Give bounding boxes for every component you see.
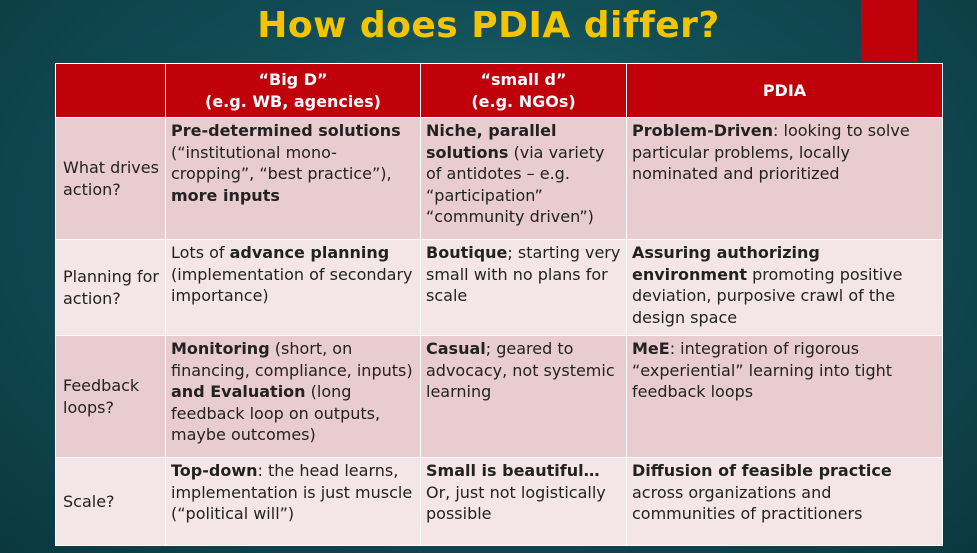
cell-big-d-scale: Top-down: the head learns, implementatio… xyxy=(165,457,421,546)
header-big-d-line1: “Big D” xyxy=(258,70,328,89)
table-row-feedback: Feedback loops? Monitoring (short, on fi… xyxy=(55,335,943,458)
cell-text: (“institutional mono-cropping”, “best pr… xyxy=(171,142,392,184)
cell-text-bold: Niche, parallel solutions xyxy=(426,121,557,162)
cell-text-bold: Assuring authorizing environment xyxy=(632,243,820,284)
cell-text-bold: Diffusion of feasible practice xyxy=(632,461,892,480)
cell-text: Or, just not logistically possible xyxy=(426,482,606,524)
cell-small-d-scale: Small is beautiful… Or, just not logisti… xyxy=(420,457,627,546)
cell-pdia-planning: Assuring authorizing environment promoti… xyxy=(626,239,943,336)
cell-text-bold: more inputs xyxy=(171,185,280,205)
header-cell-small-d: “small d” (e.g. NGOs) xyxy=(420,63,627,118)
cell-big-d-feedback: Monitoring (short, on financing, complia… xyxy=(165,335,421,458)
cell-text: Lots of xyxy=(171,243,230,262)
cell-big-d-what-drives: Pre-determined solutions (“institutional… xyxy=(165,117,421,240)
cell-text-bold: Problem-Driven xyxy=(632,121,774,140)
cell-text: across organizations and communities of … xyxy=(632,482,863,524)
table-row-scale: Scale? Top-down: the head learns, implem… xyxy=(55,457,943,546)
cell-pdia-what-drives: Problem-Driven: looking to solve particu… xyxy=(626,117,943,240)
header-cell-empty xyxy=(55,63,166,118)
comparison-table: “Big D” (e.g. WB, agencies) “small d” (e… xyxy=(55,63,943,546)
cell-small-d-what-drives: Niche, parallel solutions (via variety o… xyxy=(420,117,627,240)
slide-title: How does PDIA differ? xyxy=(257,5,720,46)
header-small-d-line2: (e.g. NGOs) xyxy=(471,91,576,111)
cell-text-bold: Top-down xyxy=(171,461,258,480)
cell-small-d-planning: Boutique; starting very small with no pl… xyxy=(420,239,627,336)
cell-text-bold: Casual xyxy=(426,339,486,358)
red-accent-bar xyxy=(861,0,917,62)
cell-text-bold: Boutique xyxy=(426,243,508,262)
cell-text: (long feedback loop on outputs, maybe ou… xyxy=(171,382,381,444)
cell-text: promoting positive deviation, purposive … xyxy=(632,264,903,327)
cell-small-d-feedback: Casual; geared to advocacy, not systemic… xyxy=(420,335,627,458)
cell-text: (implementation of secondary importance) xyxy=(171,264,413,306)
header-small-d-line1: “small d” xyxy=(480,70,567,89)
table-row-planning: Planning for action? Lots of advance pla… xyxy=(55,239,943,336)
row-label-scale: Scale? xyxy=(55,457,166,546)
header-cell-pdia: PDIA xyxy=(626,63,943,118)
cell-text: (short, on financing, compliance, inputs… xyxy=(171,339,413,380)
cell-pdia-scale: Diffusion of feasible practice across or… xyxy=(626,457,943,546)
row-label-what-drives: What drives action? xyxy=(55,117,166,240)
cell-text-bold: Pre-determined solutions xyxy=(171,121,401,140)
cell-text-bold: advance planning xyxy=(229,243,390,262)
header-cell-big-d: “Big D” (e.g. WB, agencies) xyxy=(165,63,421,118)
cell-big-d-planning: Lots of advance planning (implementation… xyxy=(165,239,421,336)
table-row-what-drives: What drives action? Pre-determined solut… xyxy=(55,117,943,240)
header-big-d-line2: (e.g. WB, agencies) xyxy=(205,91,381,111)
cell-pdia-feedback: MeE: integration of rigorous “experienti… xyxy=(626,335,943,458)
cell-text-bold: Small is beautiful… xyxy=(426,461,600,480)
row-label-feedback: Feedback loops? xyxy=(55,335,166,458)
row-label-planning: Planning for action? xyxy=(55,239,166,336)
cell-text: (via variety of antidotes – e.g. “partic… xyxy=(426,142,605,227)
table-header-row: “Big D” (e.g. WB, agencies) “small d” (e… xyxy=(55,63,943,118)
cell-text: : the head learns, implementation is jus… xyxy=(171,461,413,523)
cell-text: : integration of rigorous “experiential”… xyxy=(632,339,893,401)
cell-text: ; starting very small with no plans for … xyxy=(426,243,621,305)
cell-text: ; geared to advocacy, not systemic learn… xyxy=(426,339,615,401)
cell-text-bold: Monitoring xyxy=(171,339,270,358)
header-pdia-line1: PDIA xyxy=(762,80,807,100)
cell-text-bold: and Evaluation xyxy=(171,382,306,401)
cell-text: : looking to solve particular problems, … xyxy=(632,121,910,183)
cell-text-bold: MeE xyxy=(632,339,670,358)
